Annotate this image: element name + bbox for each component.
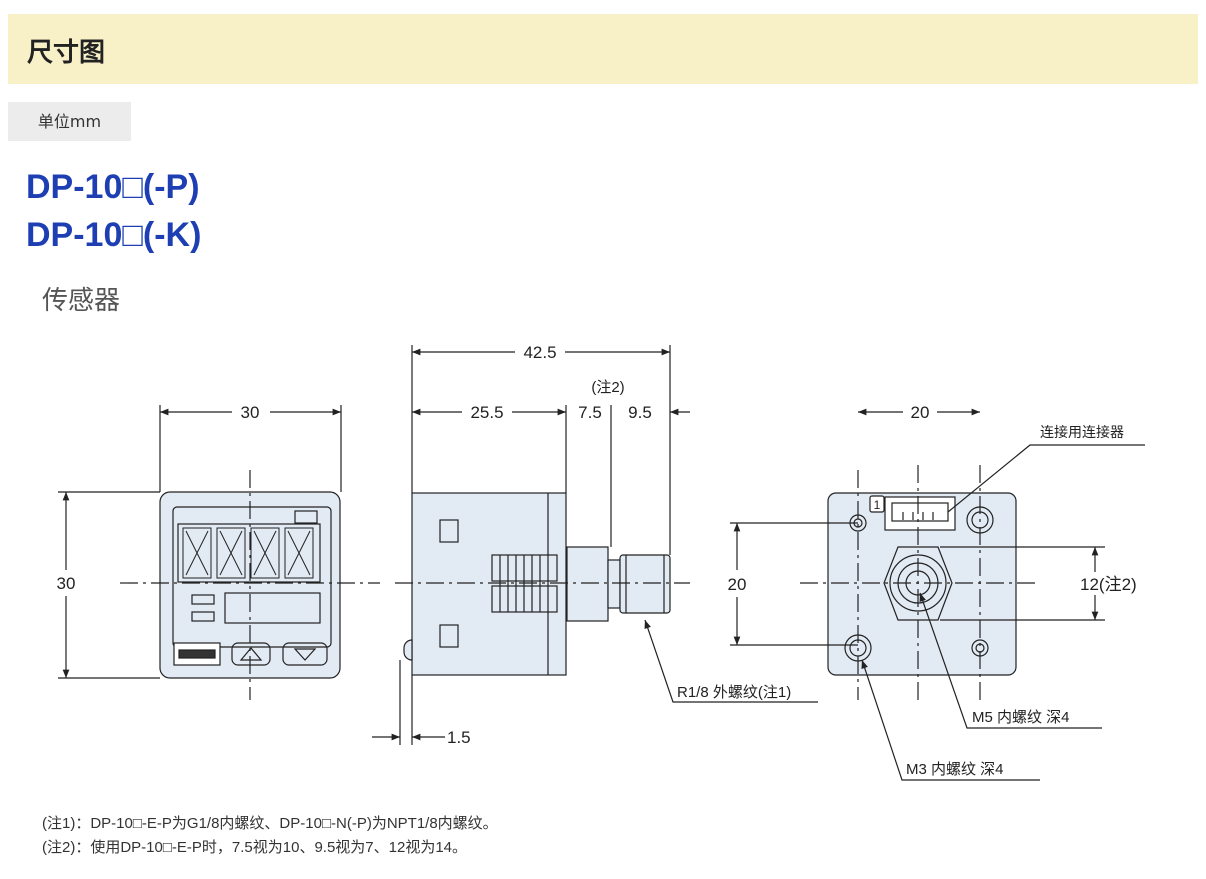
subtitle-sensor: 传感器 [42,286,121,316]
rear-pitch-h-dim: 20 [911,403,930,422]
rear-pitch-v-dim: 20 [728,575,747,594]
model-title-p: DP-10□(-P) [26,168,200,206]
side-thread-dim: 9.5 [628,403,652,422]
front-width-dim: 30 [241,403,260,422]
side-view [372,345,818,745]
section-header: 尺寸图 [8,14,1198,84]
front-height-dim: 30 [57,574,76,593]
unit-badge: 单位mm [8,102,131,141]
pin-mark: 1 [874,498,881,512]
m3-label: M3 内螺纹 深4 [906,761,1004,778]
model-title-k: DP-10□(-K) [26,216,202,254]
rear-view [730,412,1145,781]
side-note-ref: (注2) [591,379,624,396]
connector-label: 连接用连接器 [1040,424,1124,440]
thread-label: R1/8 外螺纹(注1) [677,684,791,701]
rear-hex-dim: 12(注2) [1080,575,1137,594]
footnotes: (注1)：DP-10□-E-P为G1/8内螺纹、DP-10□-N(-P)为NPT… [42,812,498,860]
side-body-dim: 25.5 [470,403,503,422]
m5-label: M5 内螺纹 深4 [972,709,1070,726]
note-1: (注1)：DP-10□-E-P为G1/8内螺纹、DP-10□-N(-P)为NPT… [42,815,498,832]
side-stem-dim: 7.5 [578,403,602,422]
section-title: 尺寸图 [27,38,106,68]
note-2: (注2)：使用DP-10□-E-P时，7.5视为10、9.5视为7、12视为14… [42,839,468,856]
front-view [58,405,380,700]
side-offset-dim: 1.5 [447,728,471,747]
side-total-dim: 42.5 [523,343,556,362]
